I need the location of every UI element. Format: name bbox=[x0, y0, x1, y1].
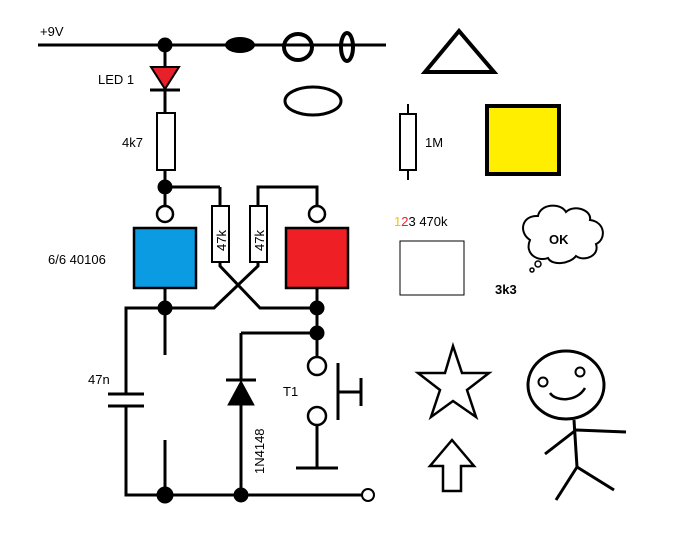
face-eye-right bbox=[574, 366, 586, 378]
resistor-4k7 bbox=[156, 112, 176, 171]
color-code-digit-2: 2 bbox=[401, 214, 408, 229]
yellow-box bbox=[485, 104, 561, 176]
color-code-value: 470k bbox=[416, 214, 448, 229]
color-code-label: 123 470k bbox=[394, 214, 448, 229]
diode-symbol bbox=[227, 379, 255, 406]
r4k7-label: 4k7 bbox=[122, 135, 143, 150]
ring-ellipse bbox=[282, 32, 314, 62]
r1m-label: 1M bbox=[425, 135, 443, 150]
ground-junction-diode bbox=[233, 487, 249, 503]
up-arrow-shape bbox=[427, 438, 477, 493]
supply-label: +9V bbox=[40, 24, 64, 39]
figure-arm-right bbox=[575, 428, 627, 434]
stick-figure bbox=[526, 349, 627, 501]
thought-dot-small bbox=[529, 267, 535, 273]
gate-right-input-pin bbox=[307, 204, 327, 224]
figure-leg-right bbox=[576, 465, 615, 492]
diode-label: 1N4148 bbox=[252, 428, 267, 474]
r3k3-label: 3k3 bbox=[495, 282, 517, 297]
gate-left-input-pin bbox=[155, 204, 175, 224]
figure-arm-left bbox=[544, 428, 577, 456]
open-ellipse bbox=[283, 85, 343, 117]
blank-box bbox=[399, 240, 465, 296]
star-shape bbox=[414, 341, 493, 421]
switch-label: T1 bbox=[283, 384, 298, 399]
cap-left-wire bbox=[124, 306, 165, 394]
cap-label: 47n bbox=[88, 372, 110, 387]
r47k-right-label: 47k bbox=[252, 230, 267, 251]
thought-dot-large bbox=[534, 260, 542, 268]
thought-bubble bbox=[522, 204, 604, 264]
triangle-shape bbox=[420, 27, 499, 74]
filled-ellipse bbox=[225, 37, 255, 53]
output-terminal bbox=[361, 488, 375, 502]
switch-contact-top bbox=[306, 355, 328, 377]
color-code-digit-3: 3 bbox=[408, 214, 415, 229]
cross-wire-b bbox=[165, 262, 260, 310]
bubble-text: OK bbox=[549, 232, 569, 247]
figure-body bbox=[572, 419, 579, 468]
gate-right-top-wire bbox=[256, 185, 319, 205]
tall-ellipse bbox=[339, 31, 355, 63]
led-symbol bbox=[149, 66, 181, 91]
face-eye-left bbox=[537, 376, 549, 388]
face-head bbox=[526, 349, 606, 421]
cap-bottom-wire bbox=[124, 406, 373, 497]
color-code-digit-1: 1 bbox=[394, 214, 401, 229]
figure-leg-left bbox=[554, 466, 579, 501]
switch-contact-bottom bbox=[306, 405, 328, 427]
ground-junction-left bbox=[156, 486, 174, 504]
resistor-1m bbox=[399, 113, 417, 171]
gate-right bbox=[284, 226, 350, 290]
r47k-left-label: 47k bbox=[214, 230, 229, 251]
cross-wire-a bbox=[218, 262, 317, 310]
face-mouth bbox=[548, 387, 587, 401]
led-label: LED 1 bbox=[98, 72, 134, 87]
ic-label: 6/6 40106 bbox=[48, 252, 106, 267]
gate-left bbox=[132, 226, 198, 290]
